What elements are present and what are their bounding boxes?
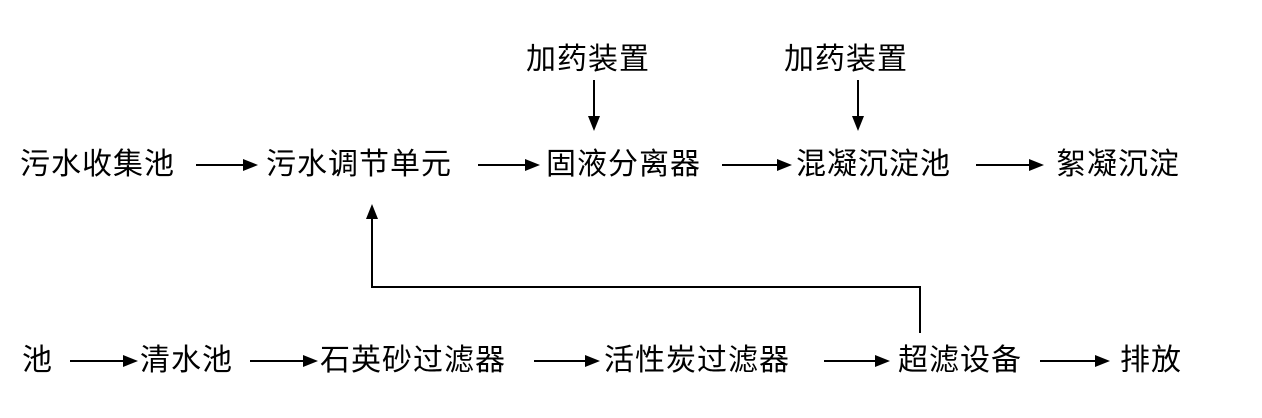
solid-liquid-separator: 固液分离器 [546, 147, 701, 182]
dosing-device-1: 加药装置 [526, 42, 650, 77]
pool-node: 池 [22, 343, 53, 378]
coagulation-sedimentation-tank: 混凝沉淀池 [796, 147, 951, 182]
arrow-regulation-to-separator [478, 159, 540, 171]
arrow-separator-to-coagulation [722, 159, 792, 171]
clear-water-pool: 清水池 [140, 343, 233, 378]
arrow-pool-to-clearwater [70, 355, 138, 367]
arrow-collection-to-regulation [196, 159, 258, 171]
arrow-clearwater-to-sandfilter [250, 355, 318, 367]
arrow-carbonfilter-to-ultrafiltration [824, 355, 890, 367]
sewage-collection-pool: 污水收集池 [20, 147, 175, 182]
activated-carbon-filter: 活性炭过滤器 [604, 343, 790, 378]
arrow-dosing-2-down [852, 80, 864, 131]
arrow-dosing-1-down [588, 80, 600, 131]
quartz-sand-filter: 石英砂过滤器 [320, 343, 506, 378]
arrow-return-ultrafiltration-to-regulation [366, 204, 921, 333]
discharge-node: 排放 [1120, 343, 1182, 378]
flocculation-sedimentation: 絮凝沉淀 [1056, 147, 1180, 182]
arrow-sandfilter-to-carbonfilter [534, 355, 600, 367]
arrow-coagulation-to-flocculation [976, 159, 1044, 171]
arrow-ultrafiltration-to-discharge [1040, 355, 1110, 367]
ultrafiltration-equipment: 超滤设备 [898, 343, 1022, 378]
sewage-regulation-unit: 污水调节单元 [266, 147, 452, 182]
dosing-device-2: 加药装置 [784, 42, 908, 77]
